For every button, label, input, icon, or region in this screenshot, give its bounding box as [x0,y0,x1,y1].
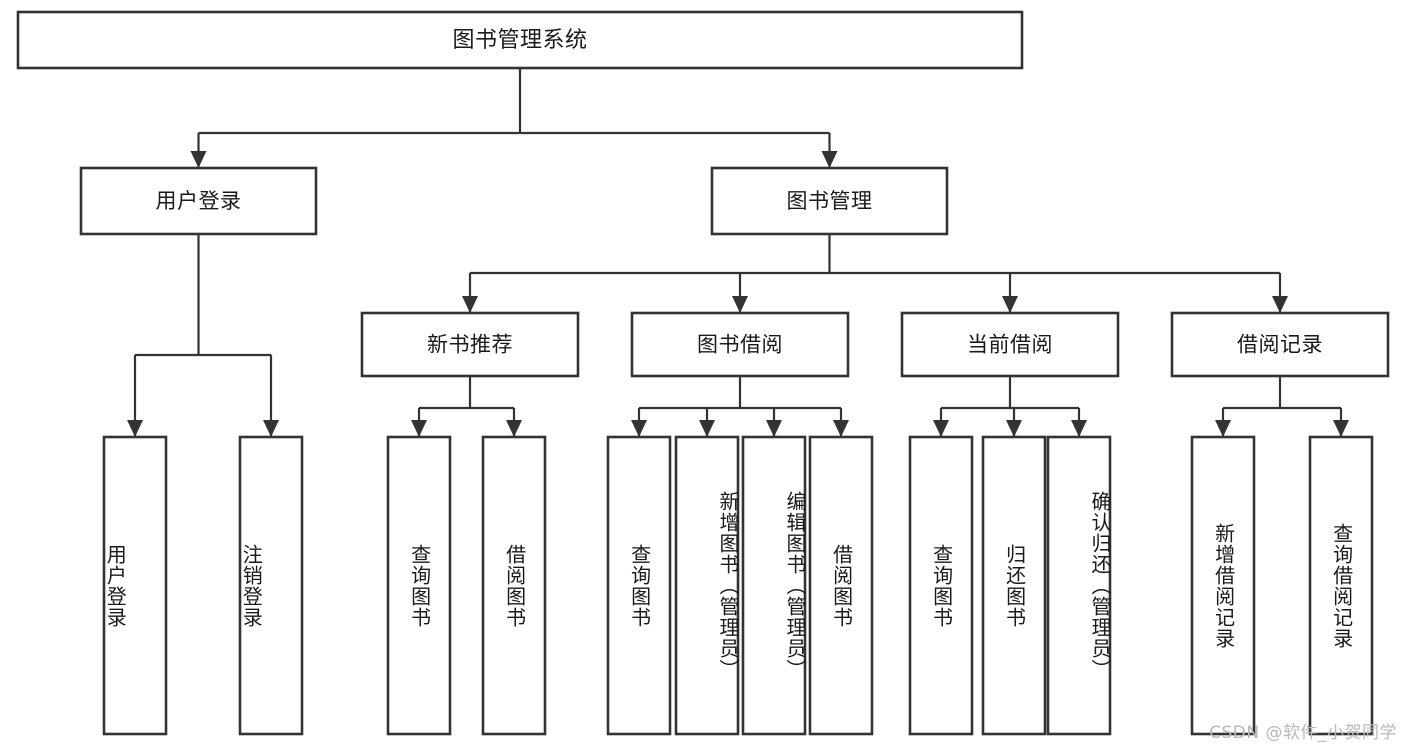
bookmanage-to-level3-arrow-2 [1002,296,1018,313]
leaf-user-login-arrow-1 [263,420,279,437]
node-leaf-return-book[interactable] [981,435,1047,736]
node-book-manage-box[interactable] [710,166,949,236]
leaf-borrow-record-arrow-0 [1215,420,1231,437]
node-leaf-add-record[interactable] [1190,435,1256,736]
node-borrow-record[interactable]: 借阅记录 [1170,311,1390,378]
node-new-book-rec-box[interactable] [360,311,580,378]
node-leaf-edit-book-box[interactable] [741,435,807,736]
node-current-borrow-box[interactable] [900,311,1120,378]
node-leaf-query-book-1-box[interactable] [386,435,452,736]
node-book-borrow-label: 图书借阅 [697,333,783,357]
node-leaf-return-book-box[interactable] [981,435,1047,736]
node-leaf-borrow-book-2-box[interactable] [808,435,874,736]
root-node-box[interactable] [16,10,1024,70]
node-leaf-query-book-3[interactable] [908,435,974,736]
node-leaf-borrow-book-1-box[interactable] [481,435,547,736]
leaf-current-borrow-arrow-1 [1006,420,1022,437]
leaf-book-borrow-arrow-1 [699,420,715,437]
leaf-new-book-rec-arrow-0 [411,420,427,437]
leaf-borrow-record-arrow-1 [1333,420,1349,437]
node-leaf-query-book-3-box[interactable] [908,435,974,736]
node-leaf-logout[interactable] [238,435,304,736]
root-to-level2-arrow-0 [190,151,207,168]
node-leaf-logout-box[interactable] [238,435,304,736]
node-leaf-borrow-book-2[interactable] [808,435,874,736]
node-leaf-user-login-box[interactable] [102,435,168,736]
node-leaf-query-book-1[interactable] [386,435,452,736]
node-leaf-edit-book[interactable] [741,435,807,736]
root-node-label: 图书管理系统 [452,28,587,53]
connector-layer [127,68,1349,437]
node-user-login-box[interactable] [79,166,318,236]
node-book-borrow-box[interactable] [630,311,850,378]
node-leaf-confirm-return[interactable] [1046,435,1112,736]
node-borrow-record-label: 借阅记录 [1237,333,1323,357]
leaf-current-borrow-arrow-0 [933,420,949,437]
csdn-watermark: CSDN @软件_小贺同学 [1209,723,1397,743]
node-leaf-add-record-box[interactable] [1190,435,1256,736]
node-leaf-query-record[interactable] [1308,435,1374,736]
leaf-book-borrow-arrow-0 [631,420,647,437]
node-book-manage[interactable]: 图书管理 [710,166,949,236]
node-leaf-query-book-2-box[interactable] [606,435,672,736]
node-book-manage-label: 图书管理 [787,189,873,213]
root-to-level2-arrow-1 [821,151,838,168]
leaf-book-borrow-arrow-2 [766,420,782,437]
leaf-book-borrow-arrow-3 [833,420,849,437]
node-leaf-user-login[interactable] [102,435,168,736]
node-leaf-query-record-box[interactable] [1308,435,1374,736]
node-leaf-confirm-return-box[interactable] [1046,435,1112,736]
node-leaf-borrow-book-1[interactable] [481,435,547,736]
node-leaf-add-book-box[interactable] [674,435,740,736]
node-current-borrow[interactable]: 当前借阅 [900,311,1120,378]
bookmanage-to-level3-arrow-3 [1272,296,1288,313]
node-borrow-record-box[interactable] [1170,311,1390,378]
leaf-current-borrow-arrow-2 [1071,420,1087,437]
node-user-login-label: 用户登录 [156,189,242,213]
node-leaf-query-book-2[interactable] [606,435,672,736]
leaf-new-book-rec-arrow-1 [506,420,522,437]
node-new-book-rec[interactable]: 新书推荐 [360,311,580,378]
bookmanage-to-level3-arrow-1 [732,296,748,313]
bookmanage-to-level3-arrow-0 [462,296,478,313]
leaf-user-login-arrow-0 [127,420,143,437]
node-user-login[interactable]: 用户登录 [79,166,318,236]
node-current-borrow-label: 当前借阅 [967,333,1053,357]
node-new-book-rec-label: 新书推荐 [427,333,513,357]
node-leaf-add-book[interactable] [674,435,740,736]
root-node[interactable]: 图书管理系统 [16,10,1024,70]
node-book-borrow[interactable]: 图书借阅 [630,311,850,378]
